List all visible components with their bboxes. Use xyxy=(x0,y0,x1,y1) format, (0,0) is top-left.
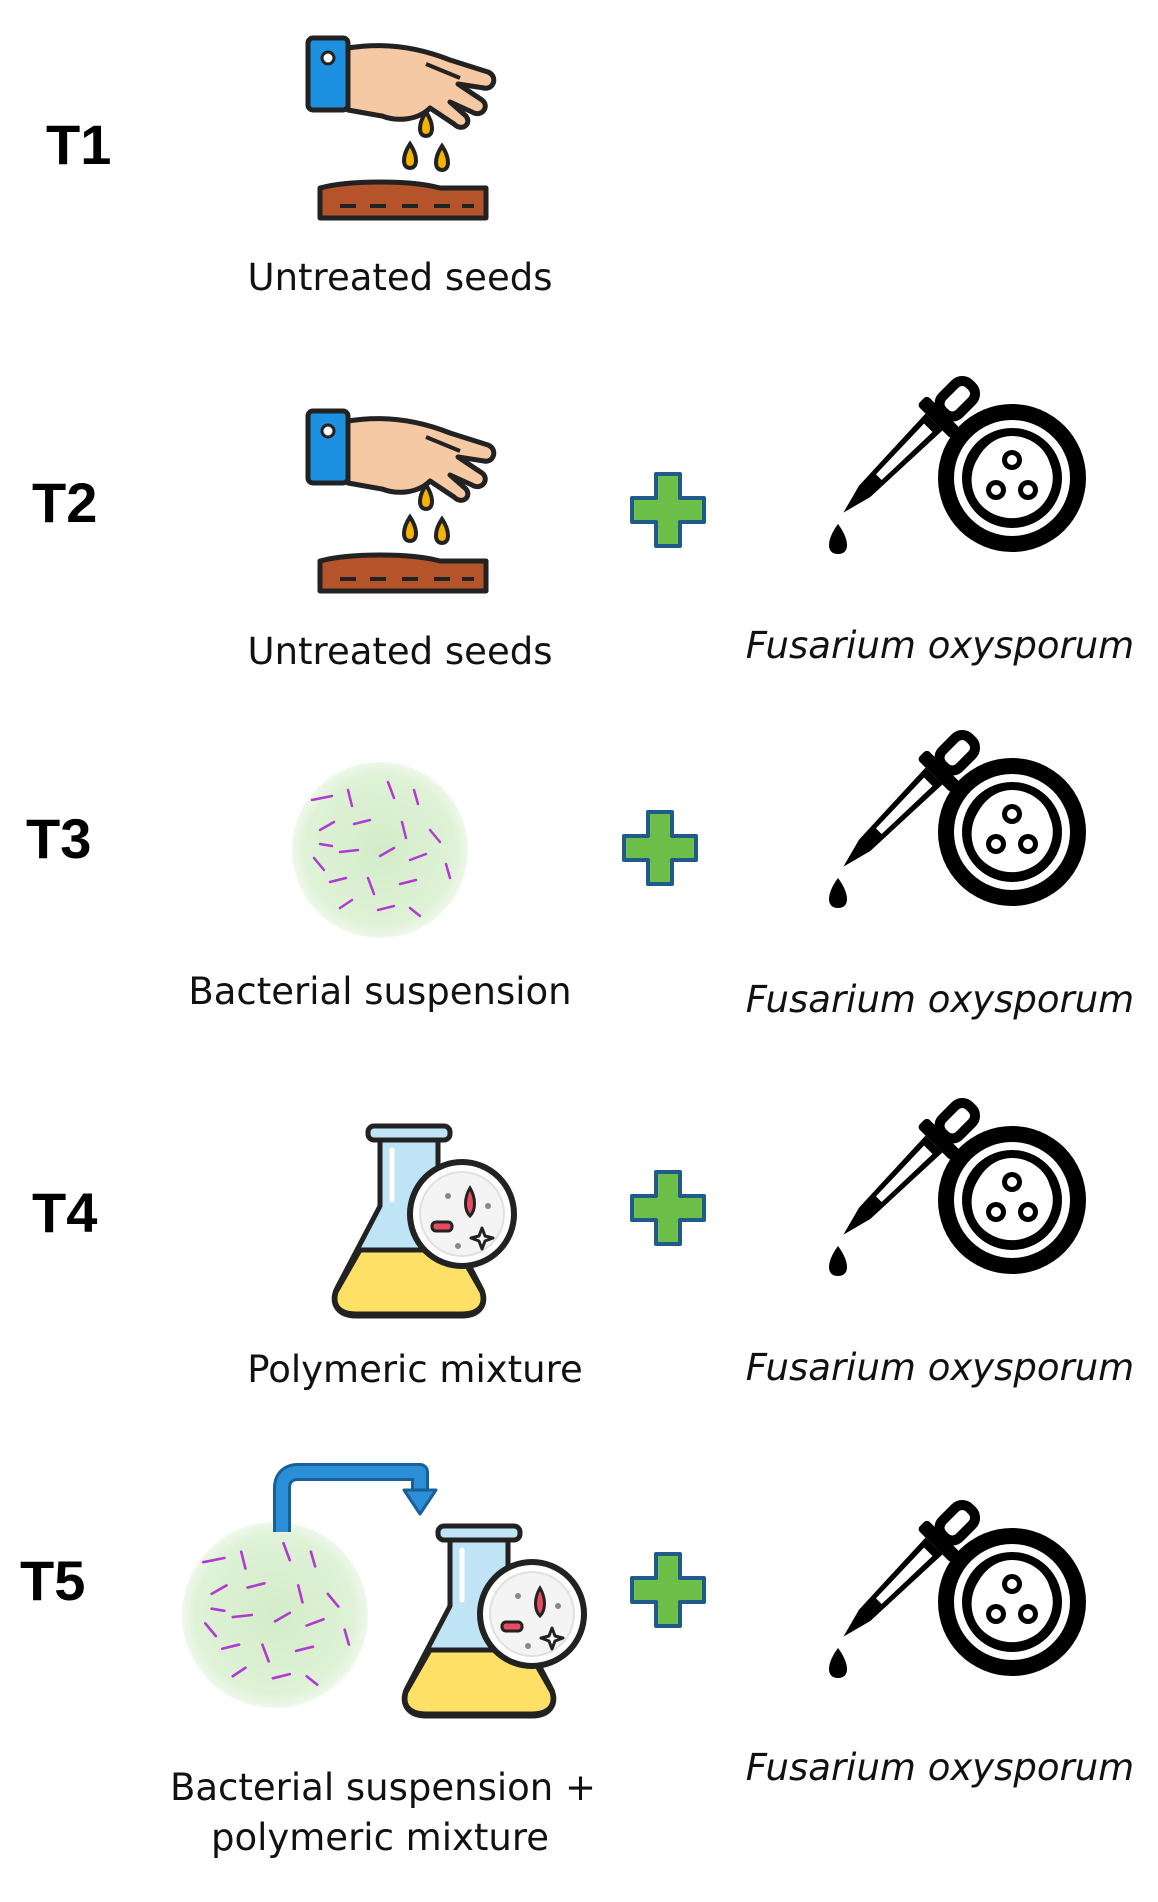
pipette-petri-dish-icon xyxy=(790,720,1090,920)
pipette-petri-dish-icon xyxy=(790,1088,1090,1288)
caption-t5-line2: polymeric mixture xyxy=(210,1816,550,1859)
plus-icon xyxy=(628,1168,708,1248)
bacterial-suspension-icon xyxy=(180,1520,370,1710)
row-label-t4: T4 xyxy=(32,1181,98,1244)
caption-t1: Untreated seeds xyxy=(247,256,553,299)
polymer-flask-icon xyxy=(320,1110,520,1330)
row-label-t3: T3 xyxy=(26,807,92,870)
bacterial-suspension-icon xyxy=(290,760,470,940)
row-label-t5: T5 xyxy=(20,1549,86,1612)
caption-pathogen-t3: Fusarium oxysporum xyxy=(745,978,1135,1021)
transfer-arrow-icon xyxy=(273,1463,438,1532)
hand-sowing-seeds-icon xyxy=(290,393,510,613)
caption-t3: Bacterial suspension xyxy=(188,970,572,1013)
caption-t4: Polymeric mixture xyxy=(247,1348,583,1391)
caption-pathogen-t2: Fusarium oxysporum xyxy=(745,624,1135,667)
pipette-petri-dish-icon xyxy=(790,1490,1090,1690)
plus-icon xyxy=(628,1550,708,1630)
caption-pathogen-t5: Fusarium oxysporum xyxy=(745,1746,1135,1789)
hand-sowing-seeds-icon xyxy=(290,20,510,240)
pipette-petri-dish-icon xyxy=(790,366,1090,566)
row-label-t2: T2 xyxy=(32,471,98,534)
row-label-t1: T1 xyxy=(46,113,112,176)
plus-icon xyxy=(628,470,708,550)
caption-pathogen-t4: Fusarium oxysporum xyxy=(745,1346,1135,1389)
polymer-flask-icon xyxy=(390,1510,590,1730)
caption-t5-line1: Bacterial suspension + xyxy=(170,1766,596,1809)
plus-icon xyxy=(620,808,700,888)
caption-t2: Untreated seeds xyxy=(247,630,553,673)
